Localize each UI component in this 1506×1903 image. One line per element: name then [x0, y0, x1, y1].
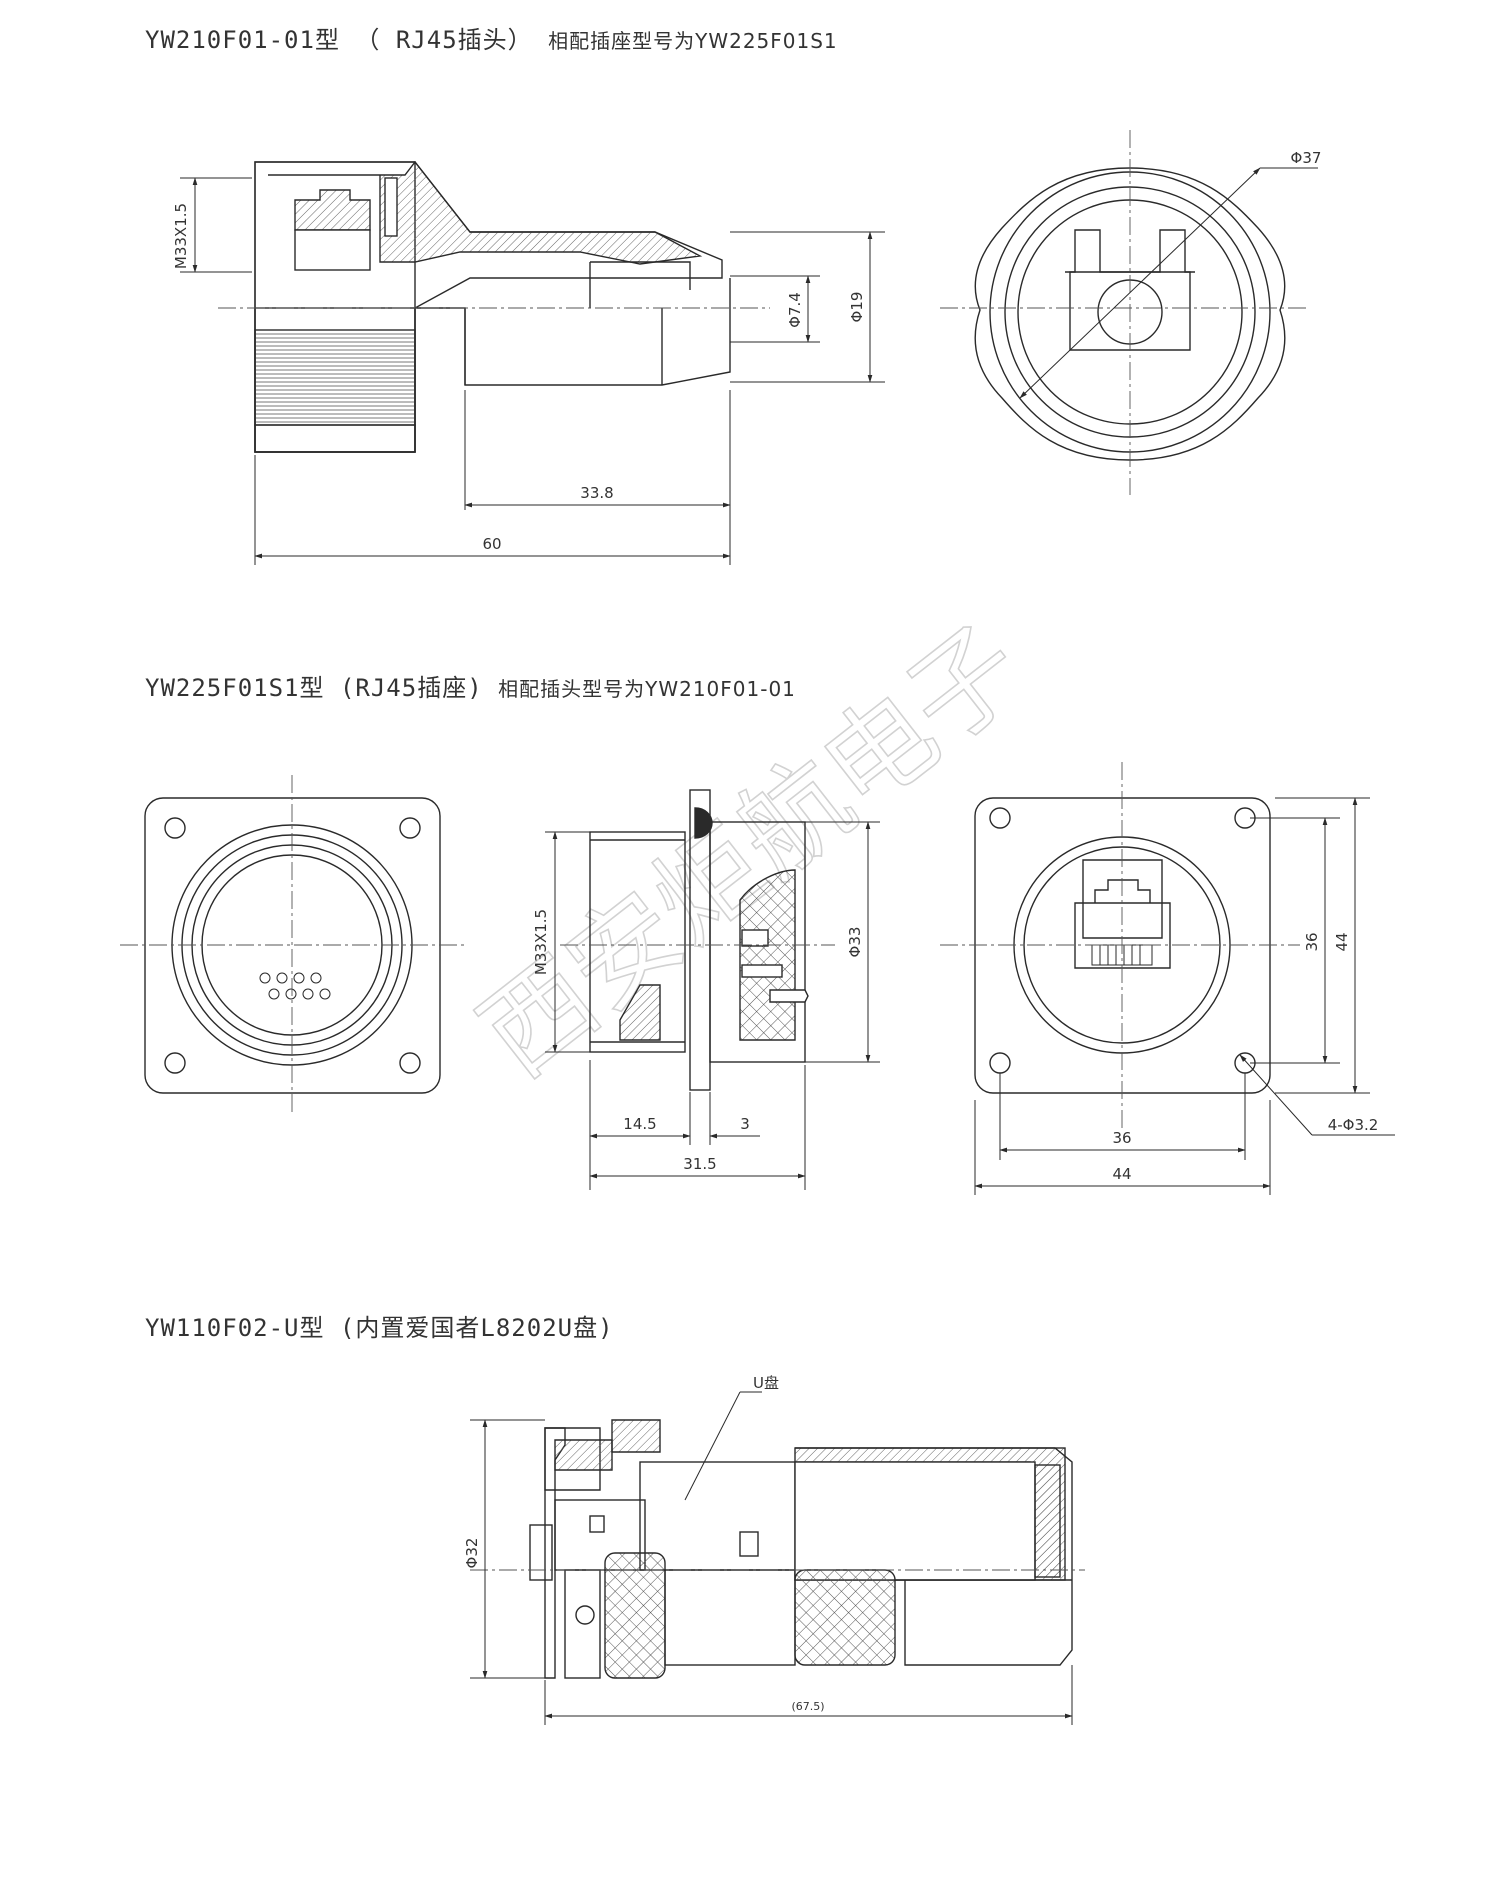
model-desc: (RJ45插座)	[339, 674, 483, 702]
section-title-rj45-plug: YW210F01-01型 （ RJ45插头） 相配插座型号为YW225F01S1	[145, 20, 838, 55]
dim-usb-diameter: Φ32	[463, 1538, 481, 1569]
dim-mount-holes: 4-Φ3.2	[1328, 1116, 1379, 1134]
dim-size-horizontal: 44	[1112, 1165, 1131, 1183]
mating-note: 相配插座型号为YW225F01S1	[548, 29, 838, 53]
model-label: YW225F01S1型	[145, 674, 325, 702]
dim-flange-b: 3	[740, 1115, 750, 1133]
dim-usb-length: (67.5)	[791, 1700, 824, 1713]
model-label: YW110F02-U型	[145, 1314, 325, 1342]
model-desc: (内置爱国者L8202U盘)	[339, 1314, 614, 1342]
dim-outer-diameter: Φ19	[848, 292, 866, 323]
dim-inner-diameter: Φ7.4	[786, 292, 804, 328]
dim-body-length: 33.8	[580, 484, 613, 502]
dim-total-length: 60	[482, 535, 501, 553]
dim-hole-span-horizontal: 36	[1112, 1129, 1131, 1147]
socket-front-view	[144, 797, 441, 1094]
model-desc: （ RJ45插头）	[355, 26, 533, 54]
dim-thread: M33X1.5	[172, 203, 190, 269]
dim-socket-thread: M33X1.5	[532, 909, 550, 975]
dim-flange-a: 14.5	[623, 1115, 656, 1133]
dim-socket-diameter: Φ33	[846, 927, 864, 958]
dim-hole-span-vertical: 36	[1303, 932, 1321, 951]
model-label: YW210F01-01型	[145, 26, 340, 54]
mating-note: 相配插头型号为YW210F01-01	[498, 677, 796, 701]
usb-plug-side-view	[529, 1419, 1073, 1679]
socket-side-view	[589, 789, 809, 1091]
dim-size-vertical: 44	[1333, 932, 1351, 951]
label-u-disk: U盘	[753, 1374, 779, 1392]
dimension-lines	[180, 167, 1395, 1725]
plug-side-view	[254, 160, 731, 453]
section-title-rj45-socket: YW225F01S1型 (RJ45插座) 相配插头型号为YW210F01-01	[145, 668, 796, 703]
socket-back-view	[974, 797, 1271, 1094]
section-title-usb-plug: YW110F02-U型 (内置爱国者L8202U盘)	[145, 1308, 614, 1343]
dim-socket-length: 31.5	[683, 1155, 716, 1173]
dimension-labels: M33X1.5 Φ7.4 Φ19 33.8 60 Φ37 M33X1.5 Φ33…	[172, 149, 1378, 1713]
dim-face-diameter: Φ37	[1291, 149, 1322, 167]
